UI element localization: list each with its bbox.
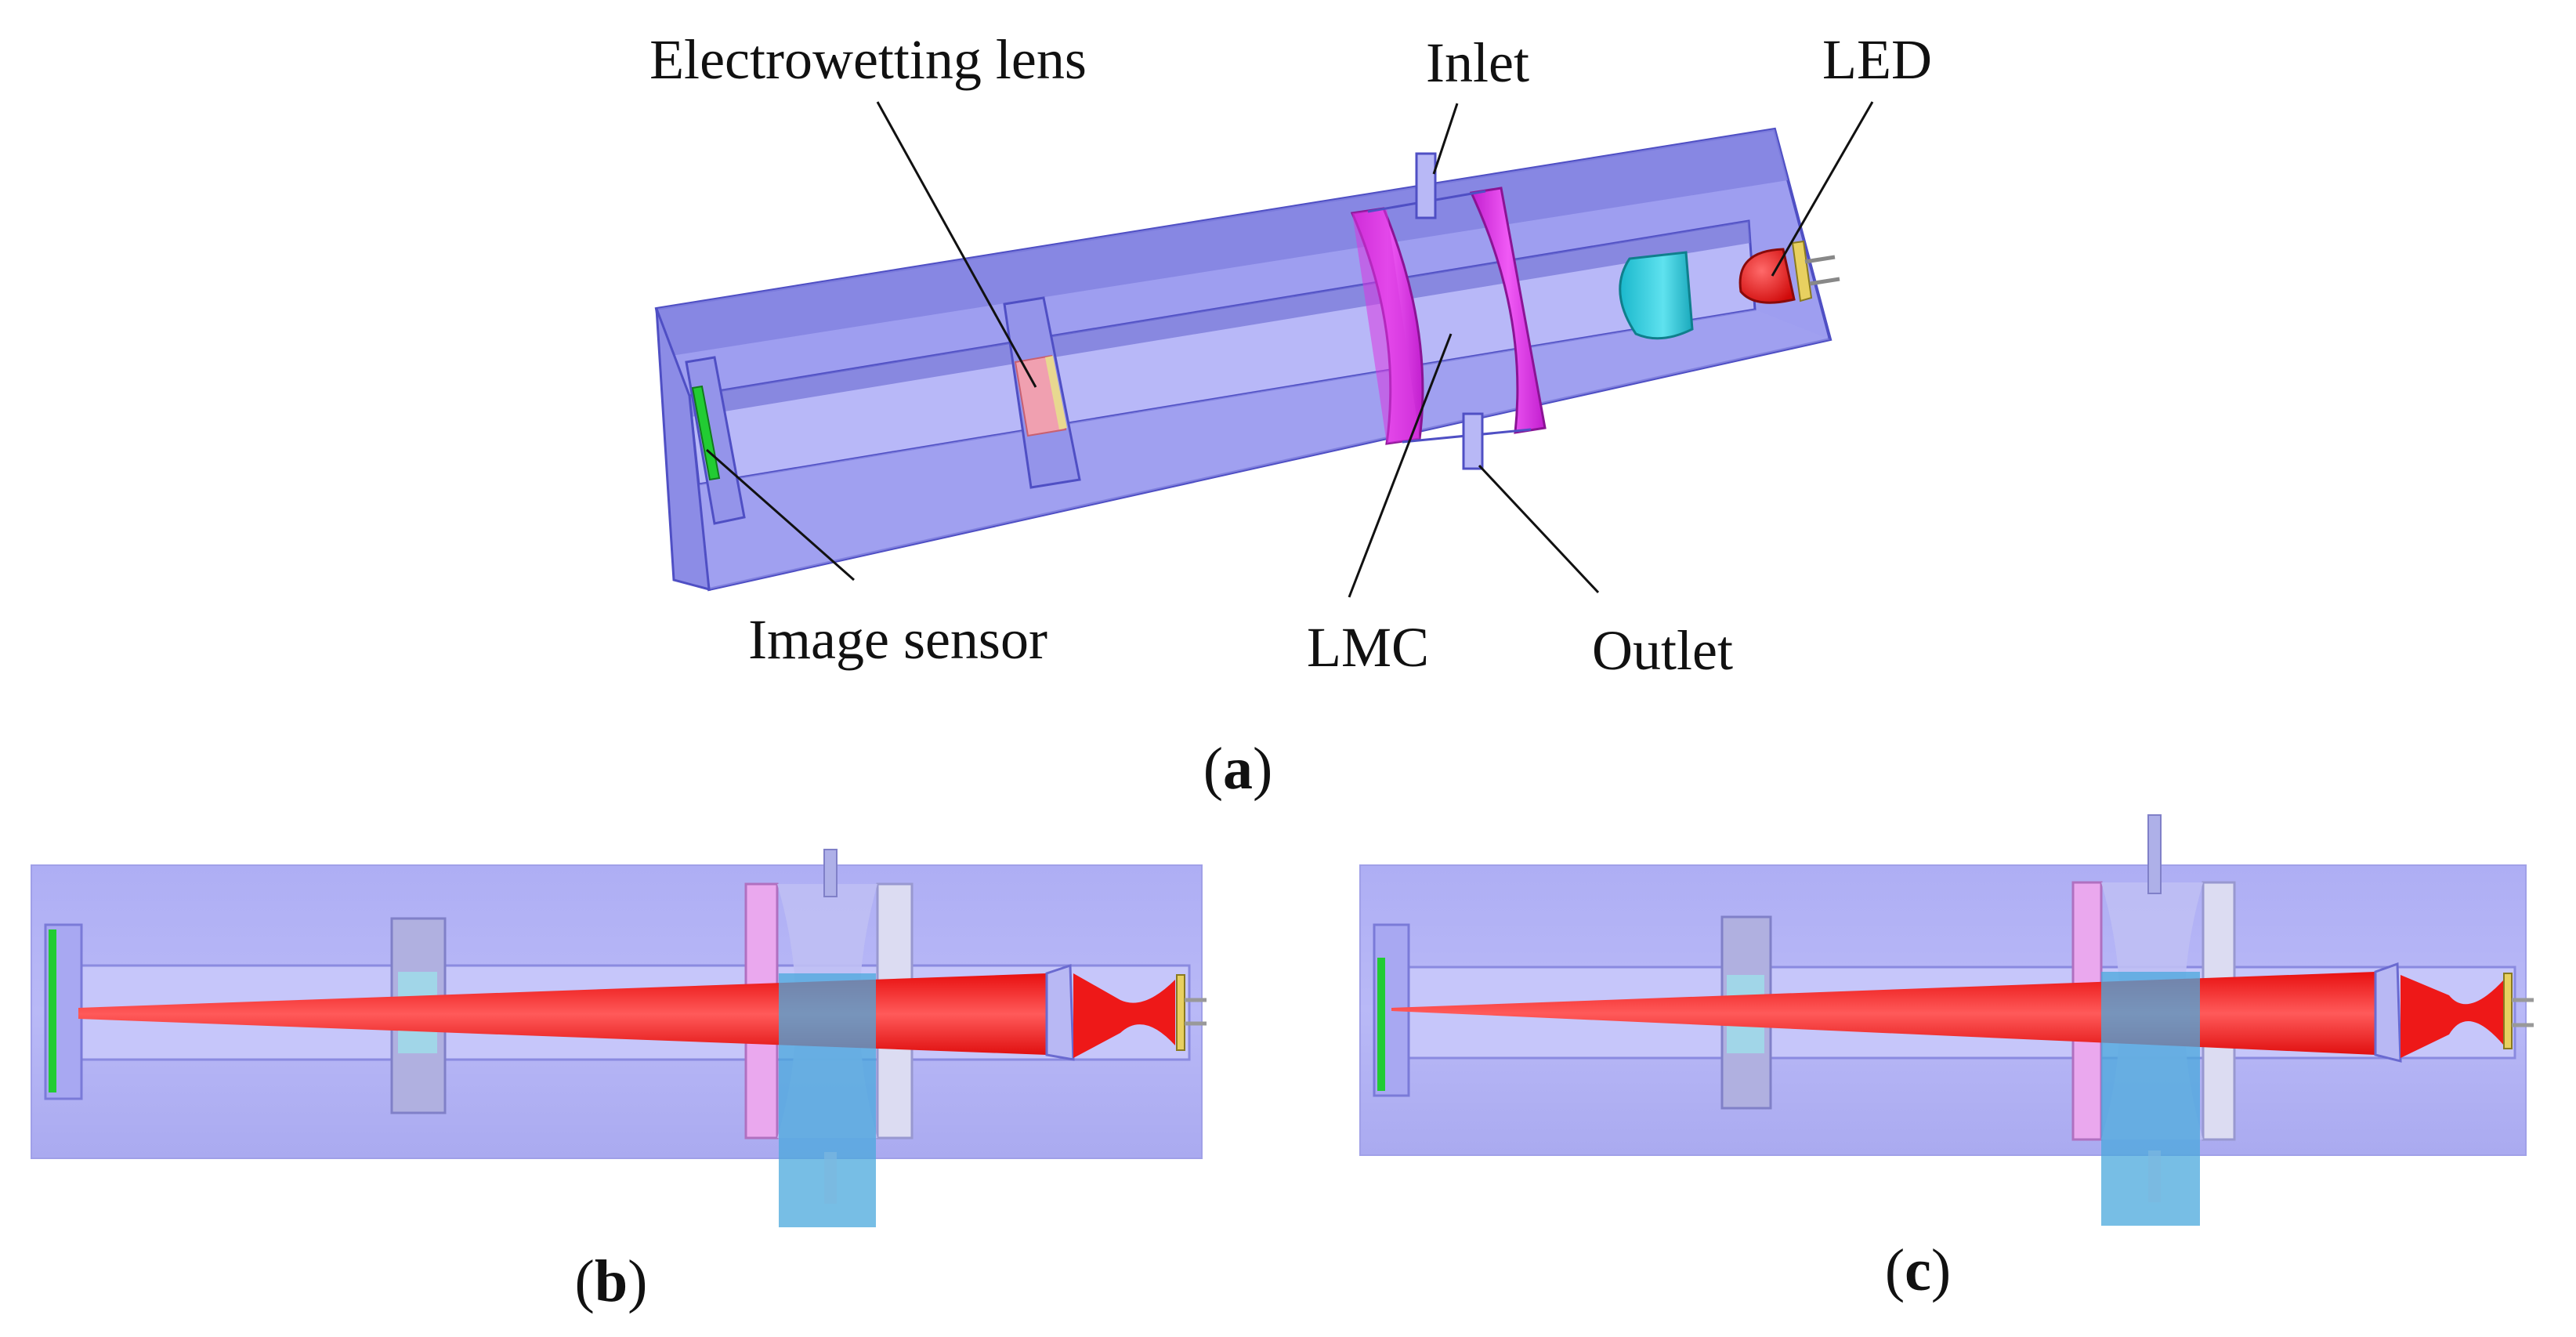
bore-shadow [689,221,1750,417]
label-outlet: Outlet [1592,619,1733,682]
inlet-pipe [1415,152,1437,219]
housing-top-face [657,129,1788,357]
inlet-pipe-b [823,849,838,897]
beam-collimator-b [1045,963,1075,1061]
outlet-pipe-b [824,1152,837,1204]
beam-collimator-c [2374,962,2402,1063]
label-inlet: Inlet [1426,31,1529,94]
panel-c: (c) [1359,814,2534,1303]
panel-b: (b) [31,849,1207,1314]
ewl-gold-ring [1045,356,1067,429]
led-beam-b [1073,973,1175,1058]
label-lmc: LMC [1307,616,1429,679]
collimator-lens-3d [1619,251,1694,340]
label-led: LED [1822,28,1932,91]
inlet-pipe-c [2147,814,2162,894]
caption-c: (c) [1885,1237,1951,1303]
label-image-sensor: Image sensor [748,608,1047,671]
housing-end-left [655,308,711,592]
lmc-lens-right [1469,187,1547,434]
led-base-c [2503,973,2513,1049]
outlet-pipe-c [2148,1150,2161,1202]
caption-a: (a) [1203,736,1273,802]
led-beam-c [2401,975,2504,1058]
outlet-pipe [1462,412,1484,470]
image-sensor-b [49,929,56,1092]
led-base-b [1176,974,1185,1051]
caption-b: (b) [575,1248,648,1314]
label-electrowetting-lens: Electrowetting lens [649,28,1087,91]
panel-a: Electrowetting lens Inlet LED Image sens… [649,28,1932,802]
led-base [1791,240,1813,303]
image-sensor-c [1377,958,1385,1091]
lmc-ring-left [1352,208,1420,444]
housing-lower-face [699,310,1830,589]
